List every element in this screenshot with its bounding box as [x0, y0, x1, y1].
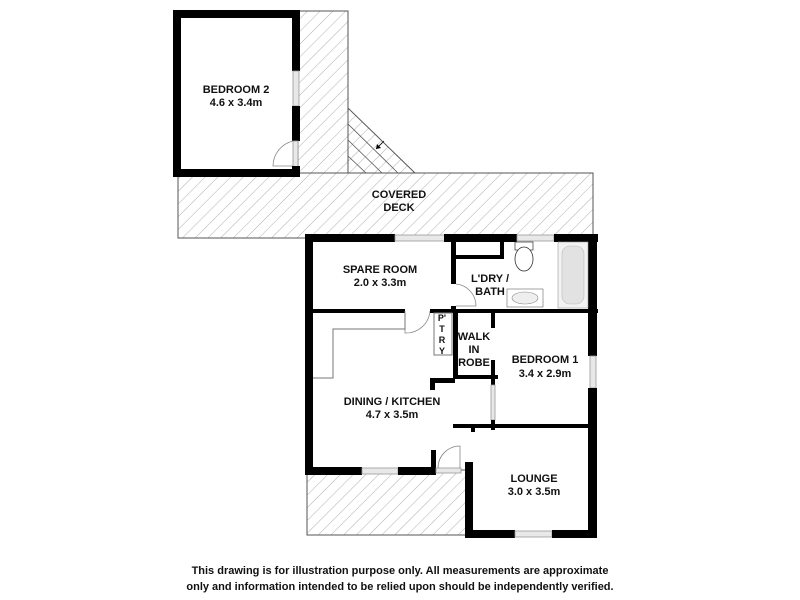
room-label-walk-in-robe-3: ROBE — [458, 357, 490, 369]
door — [435, 467, 462, 474]
door — [490, 384, 496, 421]
room-size-lounge: 3.0 x 3.5m — [508, 486, 561, 498]
window — [394, 234, 446, 242]
stairs-direction-arrow-icon — [375, 140, 385, 150]
window — [361, 467, 399, 475]
room-size-spare-room: 2.0 x 3.3m — [354, 277, 407, 289]
door-swing — [455, 283, 477, 307]
bedroom-2 — [173, 10, 300, 177]
window — [292, 70, 300, 107]
pantry-letter: T — [439, 324, 445, 334]
bath-fixtures — [506, 241, 589, 309]
pantry-letter: Y — [439, 346, 445, 356]
pantry-letter: R — [439, 335, 446, 345]
room-label-walk-in-robe: WALK — [458, 331, 490, 343]
room-label-bedroom-2: BEDROOM 2 — [203, 84, 270, 96]
room-label-bath: BATH — [475, 286, 505, 298]
door-swing — [404, 310, 431, 334]
disclaimer-line-2: only and information intended to be reli… — [186, 581, 614, 593]
room-label-spare-room: SPARE ROOM — [343, 264, 417, 276]
door-swing — [437, 445, 461, 469]
disclaimer: This drawing is for illustration purpose… — [0, 563, 800, 595]
disclaimer-line-1: This drawing is for illustration purpose… — [191, 565, 609, 577]
room-size-dining-kitchen: 4.7 x 3.5m — [366, 409, 419, 421]
window — [514, 530, 553, 538]
room-label-covered-deck: COVERED — [372, 189, 426, 201]
door-swing — [272, 140, 294, 167]
room-label-walk-in-robe-2: IN — [469, 344, 480, 356]
interior-walls — [305, 234, 598, 432]
room-label-laundry: L'DRY / — [471, 273, 509, 285]
room-size-bedroom-2: 4.6 x 3.4m — [210, 97, 263, 109]
room-label-bedroom-1: BEDROOM 1 — [512, 354, 579, 366]
main-house-walls — [305, 234, 598, 538]
room-label-lounge: LOUNGE — [510, 473, 557, 485]
room-size-bedroom-1: 3.4 x 2.9m — [519, 368, 572, 380]
room-label-dining-kitchen: DINING / KITCHEN — [344, 396, 441, 408]
window — [516, 234, 555, 242]
window — [589, 355, 597, 389]
door — [292, 140, 299, 170]
covered-deck — [177, 10, 594, 536]
pantry-letter: P' — [438, 313, 446, 323]
room-label-covered-deck-2: DECK — [383, 202, 414, 214]
